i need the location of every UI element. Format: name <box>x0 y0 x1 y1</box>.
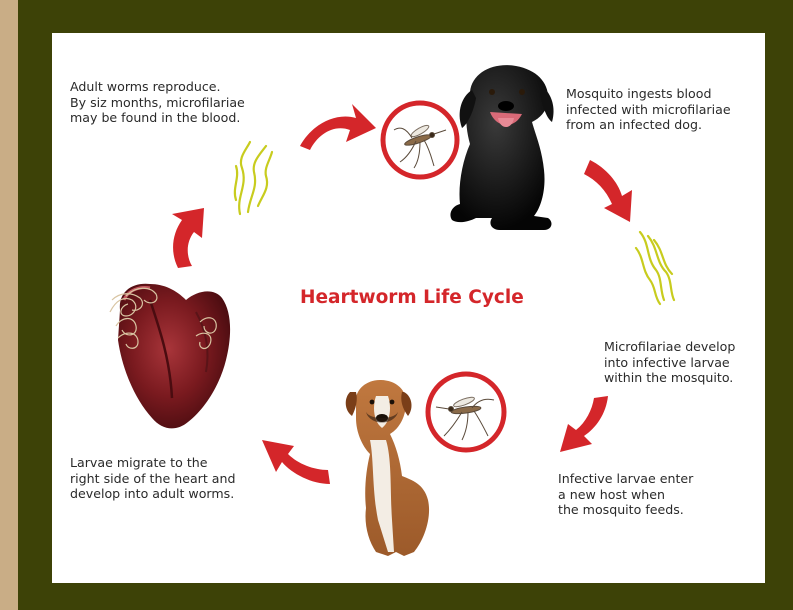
microfilariae-icon-top <box>235 142 272 214</box>
diagram-title: Heartworm Life Cycle <box>300 287 524 308</box>
step-mosquito-ingests-caption: Mosquito ingests blood infected with mic… <box>566 86 731 133</box>
step-adult-worms-reproduce-caption: Adult worms reproduce. By siz months, mi… <box>70 79 245 126</box>
microfilariae-icon-right <box>636 232 674 304</box>
cycle-arrow-right-upper <box>584 160 632 222</box>
boxer-puppy-image <box>346 380 429 556</box>
step-microfilariae-develop-caption: Microfilariae develop into infective lar… <box>604 339 735 386</box>
cycle-arrow-left <box>172 208 204 268</box>
cycle-arrow-bottom-left <box>262 440 330 484</box>
mosquito-ring-top <box>383 103 457 177</box>
infected-heart-image <box>110 284 230 429</box>
cycle-arrow-right-lower <box>560 396 608 452</box>
cycle-arrow-top <box>300 104 376 150</box>
black-labrador-image <box>450 65 553 230</box>
step-larvae-migrate-caption: Larvae migrate to the right side of the … <box>70 455 235 502</box>
step-larvae-enter-host-caption: Infective larvae enter a new host when t… <box>558 471 693 518</box>
mosquito-ring-bottom <box>428 374 504 450</box>
